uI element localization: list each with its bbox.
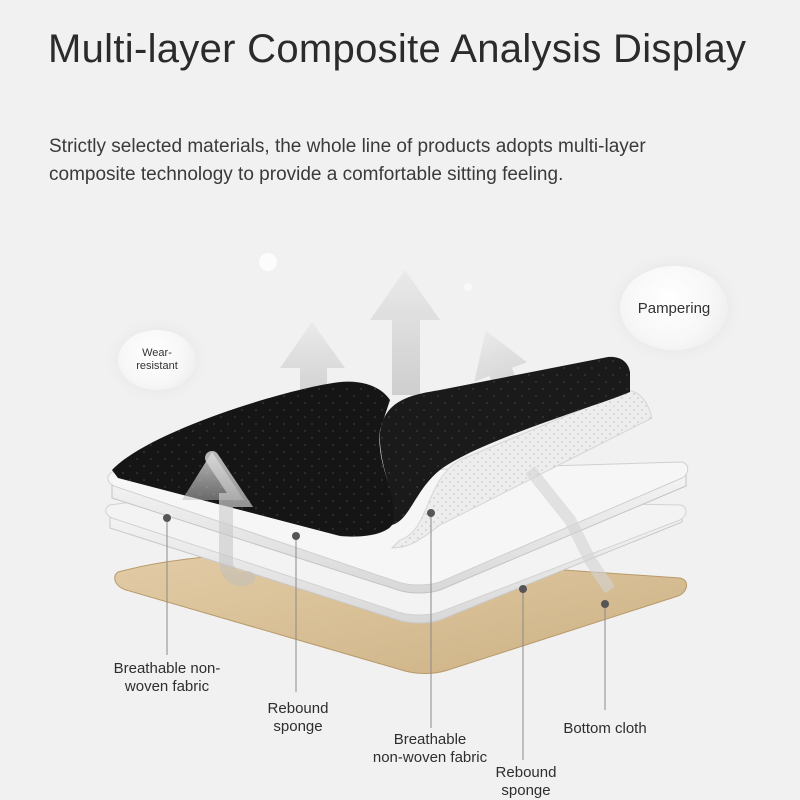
- breathable-fabric-top-label: Breathable non- woven fabric: [113, 660, 221, 695]
- page-subtitle: Strictly selected materials, the whole l…: [49, 136, 646, 185]
- wear-resistant-bubble: Wear- resistant: [118, 330, 196, 390]
- leader-lines: [163, 509, 609, 760]
- bottom-cloth-label: Bottom cloth: [563, 720, 647, 737]
- droplet-icon: [259, 253, 277, 271]
- rebound-sponge-top-label: Rebound sponge: [267, 700, 329, 735]
- top-fabric-layer: [112, 356, 630, 537]
- pampering-label: Pampering: [637, 299, 711, 317]
- rebound-sponge-bottom-label: Rebound sponge: [495, 764, 557, 799]
- pampering-bubble: Pampering: [620, 266, 728, 350]
- droplet-icon: [464, 283, 472, 291]
- breathable-fabric-bottom-label: Breathable non-woven fabric: [372, 731, 488, 766]
- wear-resistant-label: Wear- resistant: [136, 347, 178, 372]
- circulation-arrow-icon: [182, 451, 615, 594]
- peeled-breathable-fabric: [390, 389, 653, 549]
- page-title: Multi-layer Composite Analysis Display: [48, 27, 747, 71]
